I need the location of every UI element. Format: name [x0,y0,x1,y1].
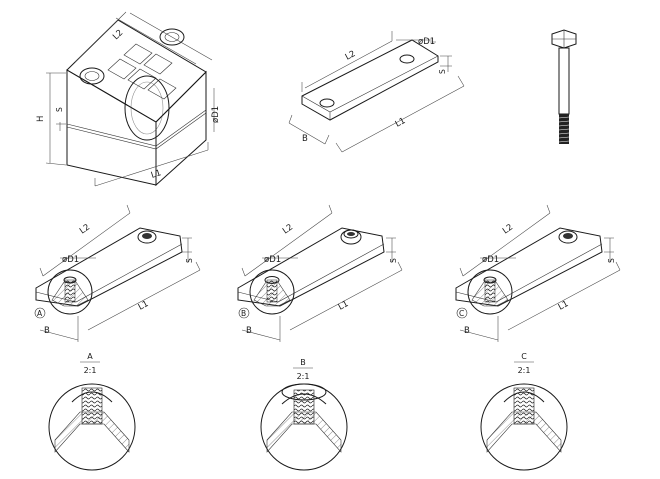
clamp-block-dimensions: L2 H S øD1 L1 [36,11,221,187]
plate-c-l1-label: L1 [557,299,571,313]
clamp-l2-label: L2 [111,28,125,42]
plate-a-l2-label: L2 [78,222,92,236]
plate-s-label: S [438,69,447,74]
clamp-s-label: S [55,107,64,112]
plate-c-dimensions: L2 øD1 S B L1 C [456,204,621,342]
clamp-block-view [66,19,207,187]
plate-c-view [455,227,603,315]
clamp-l1-label: L1 [150,168,163,181]
plate-l2-label: L2 [344,49,358,63]
clamp-d1-label: øD1 [211,106,221,123]
plate-a-d1-label: øD1 [62,255,79,265]
detail-c-scale: 2:1 [518,366,531,375]
plate-b-b-label: B [246,326,252,336]
plate-a-b-label: B [44,326,50,336]
plate-a-view [35,227,183,315]
plate-b-s-label: S [389,258,398,263]
plate-c-b-label: B [464,326,470,336]
plate-b-view [237,227,385,315]
plate-a-callout: A [37,309,43,318]
cover-plate-dimensions: L2 øD1 S B L1 [288,31,465,153]
plate-a-dimensions: L2 øD1 S B L1 A [34,204,201,342]
plate-a-l1-label: L1 [137,299,151,313]
plate-d1-label: øD1 [418,37,435,47]
detail-a-letter: A [87,352,93,361]
detail-b-view: B 2:1 [260,358,348,471]
plate-l1-label: L1 [394,116,408,130]
bolt-view [551,29,577,144]
plate-c-s-label: S [607,258,616,263]
detail-b-scale: 2:1 [297,372,310,381]
cover-plate-view [301,39,439,121]
plate-b-callout: B [241,309,246,318]
plate-b-dimensions: L2 øD1 S B L1 B [238,204,403,342]
plate-c-l2-label: L2 [501,222,515,236]
detail-c-letter: C [521,352,527,361]
plate-b-label: B [302,134,308,144]
clamp-h-label: H [36,116,46,122]
detail-c-view: C 2:1 [480,352,568,471]
detail-a-scale: 2:1 [84,366,97,375]
plate-b-l1-label: L1 [337,299,351,313]
plate-c-d1-label: øD1 [482,255,499,265]
plate-b-d1-label: øD1 [264,255,281,265]
plate-b-l2-label: L2 [281,222,295,236]
detail-a-view: A 2:1 [48,352,136,471]
plate-c-callout: C [459,309,464,318]
plate-a-s-label: S [185,258,194,263]
detail-b-letter: B [300,358,306,367]
